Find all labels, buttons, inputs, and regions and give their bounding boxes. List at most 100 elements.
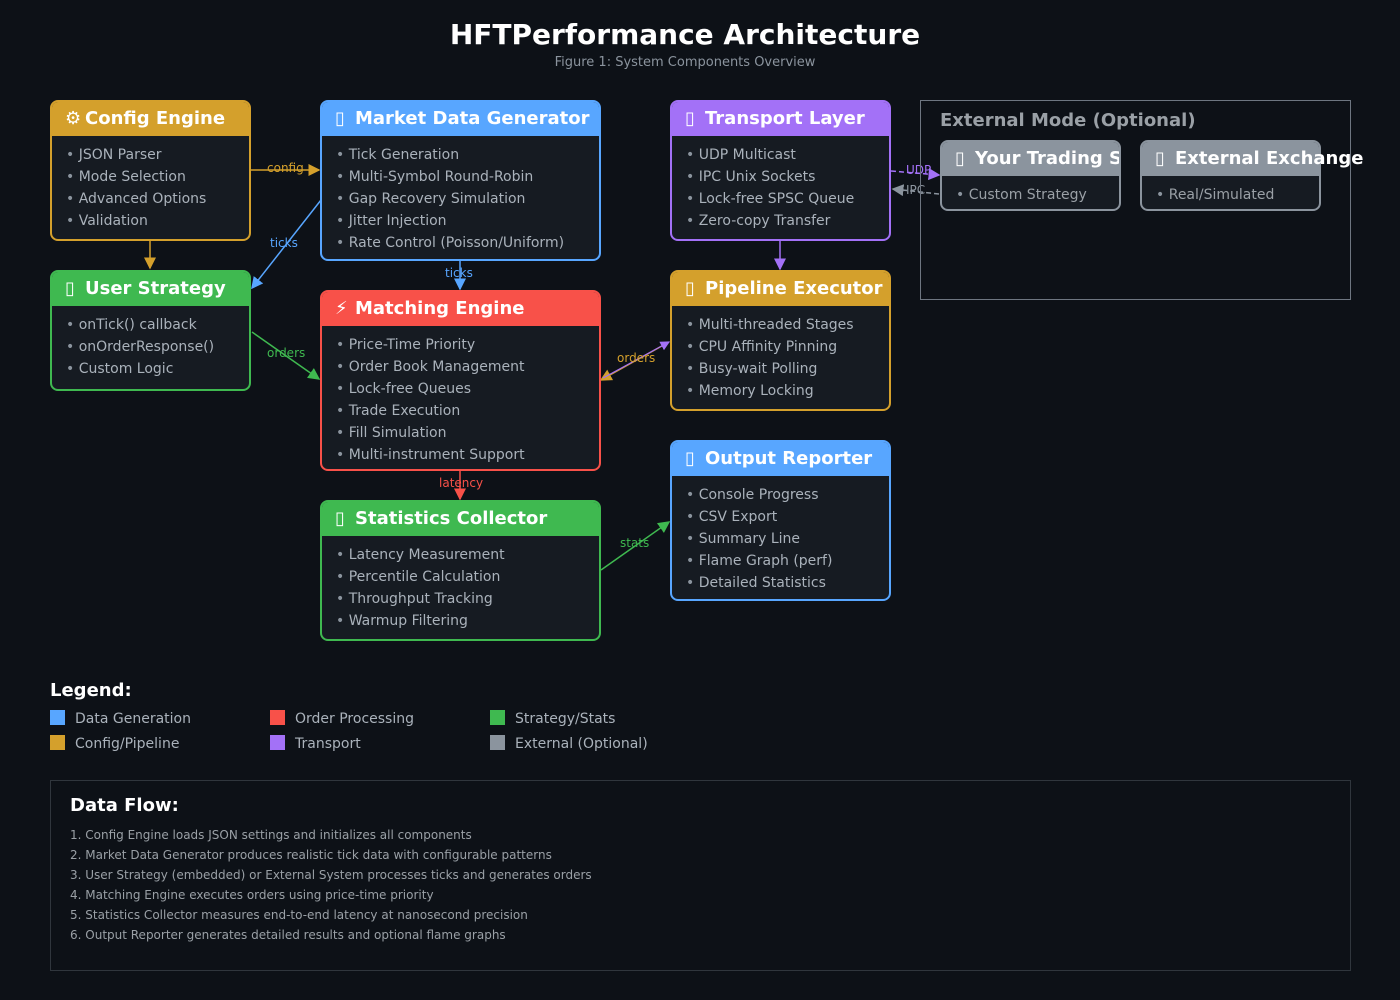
edge-stats-to-output xyxy=(600,521,671,571)
list-item: Console Progress xyxy=(686,484,889,506)
edge-label-config: config xyxy=(267,161,304,175)
your-trading-system-box[interactable]: ▯ Your Trading System Custom Strategy xyxy=(940,140,1121,211)
list-item: Multi-Symbol Round-Robin xyxy=(336,166,599,188)
pipeline-executor-box[interactable]: ▯ Pipeline Executor Multi-threaded Stages… xyxy=(670,270,891,411)
list-item: Lock-free Queues xyxy=(336,378,599,400)
edge-label-ticks-matching: ticks xyxy=(445,266,473,280)
list-item: Mode Selection xyxy=(66,166,249,188)
edge-market-to-strategy xyxy=(251,199,322,290)
pipeline-header: ▯ Pipeline Executor xyxy=(672,272,889,306)
data-flow-steps: 1. Config Engine loads JSON settings and… xyxy=(70,825,592,945)
list-item: Lock-free SPSC Queue xyxy=(686,188,889,210)
legend-label: Transport xyxy=(295,736,361,752)
matching-engine-header: ⚡ Matching Engine xyxy=(322,292,599,326)
list-item: Custom Logic xyxy=(66,358,249,380)
list-item: onOrderResponse() xyxy=(66,336,249,358)
legend-item-config-pipeline: Config/Pipeline xyxy=(50,735,180,752)
list-item: Rate Control (Poisson/Uniform) xyxy=(336,232,599,254)
pipeline-title: Pipeline Executor xyxy=(705,278,883,299)
exchange-header: ▯External Exchange xyxy=(1142,142,1363,176)
external-exchange-box[interactable]: ▯External Exchange Real/Simulated xyxy=(1140,140,1363,211)
user-strategy-box[interactable]: ▯ User Strategy onTick() callback onOrder… xyxy=(50,270,251,391)
matching-engine-items: Price-Time Priority Order Book Managemen… xyxy=(322,326,599,466)
chart-icon: ▯ xyxy=(335,108,345,129)
transport-layer-box[interactable]: ▯Transport Layer UDP Multicast IPC Unix … xyxy=(670,100,891,241)
legend-item-order-processing: Order Processing xyxy=(270,710,414,727)
user-strategy-header: ▯ User Strategy xyxy=(52,272,249,306)
legend-swatch xyxy=(50,710,65,725)
report-icon: ▯ xyxy=(685,448,695,469)
config-engine-items: JSON Parser Mode Selection Advanced Opti… xyxy=(52,136,249,232)
lightning-icon: ⚡ xyxy=(335,298,348,319)
legend-swatch xyxy=(490,735,505,750)
list-item: JSON Parser xyxy=(66,144,249,166)
list-item: Detailed Statistics xyxy=(686,572,889,594)
edge-label-latency: latency xyxy=(439,476,483,490)
list-item: Price-Time Priority xyxy=(336,334,599,356)
diagram-title: HFTPerformance Architecture xyxy=(449,18,921,51)
edge-label-udp: UDP xyxy=(906,163,931,177)
pipeline-icon: ▯ xyxy=(685,278,695,299)
network-icon: ▯ xyxy=(685,108,695,129)
edge-label-ticks-strategy: ticks xyxy=(270,236,298,250)
trading-system-title: Your Trading System xyxy=(975,148,1121,169)
market-data-header: ▯ Market Data Generator xyxy=(322,102,599,136)
list-item: Latency Measurement xyxy=(336,544,599,566)
output-header: ▯ Output Reporter xyxy=(672,442,889,476)
output-title: Output Reporter xyxy=(705,448,873,469)
diagram-subtitle: Figure 1: System Components Overview xyxy=(554,55,816,70)
list-item: Trade Execution xyxy=(336,400,599,422)
list-item: Order Book Management xyxy=(336,356,599,378)
list-item: Summary Line xyxy=(686,528,889,550)
gear-icon: ⚙ xyxy=(65,108,82,129)
list-item: onTick() callback xyxy=(66,314,249,336)
pipeline-items: Multi-threaded Stages CPU Affinity Pinni… xyxy=(672,306,889,402)
legend-swatch xyxy=(270,735,285,750)
external-mode-frame: External Mode (Optional) xyxy=(920,100,1351,300)
legend-item-transport: Transport xyxy=(270,735,361,752)
trading-system-items: Custom Strategy xyxy=(942,176,1119,206)
edge-label-stats: stats xyxy=(620,536,649,550)
list-item: Custom Strategy xyxy=(956,184,1119,206)
list-item: Busy-wait Polling xyxy=(686,358,889,380)
list-item: 6. Output Reporter generates detailed re… xyxy=(70,928,506,942)
list-item: Tick Generation xyxy=(336,144,599,166)
config-engine-title: Config Engine xyxy=(85,108,226,129)
statistics-header: ▯Statistics Collector xyxy=(322,502,599,536)
list-item: 5. Statistics Collector measures end-to-… xyxy=(70,908,528,922)
list-item: 2. Market Data Generator produces realis… xyxy=(70,848,552,862)
transport-header: ▯ Transport Layer xyxy=(672,102,889,136)
list-item: Gap Recovery Simulation xyxy=(336,188,599,210)
output-reporter-box[interactable]: ▯Output Reporter Console Progress CSV Ex… xyxy=(670,440,891,601)
list-item: 4. Matching Engine executes orders using… xyxy=(70,888,434,902)
list-item: Fill Simulation xyxy=(336,422,599,444)
edge-matching-pipeline xyxy=(602,341,671,379)
strategy-icon: ▯ xyxy=(65,278,75,299)
matching-engine-title: Matching Engine xyxy=(355,298,525,319)
config-engine-box[interactable]: ⚙Config Engine JSON Parser Mode Selectio… xyxy=(50,100,251,241)
legend-item-strategy-stats: Strategy/Stats xyxy=(490,710,615,727)
user-strategy-title: User Strategy xyxy=(85,278,226,299)
data-flow-title: Data Flow: xyxy=(70,795,179,816)
legend-swatch xyxy=(50,735,65,750)
legend-label: Order Processing xyxy=(295,711,414,727)
market-data-title: Market Data Generator xyxy=(355,108,590,129)
external-mode-title: External Mode (Optional) xyxy=(940,110,1196,131)
list-item: CPU Affinity Pinning xyxy=(686,336,889,358)
list-item: Jitter Injection xyxy=(336,210,599,232)
computer-icon: ▯ xyxy=(955,148,965,169)
transport-title: Transport Layer xyxy=(705,108,865,129)
list-item: 1. Config Engine loads JSON settings and… xyxy=(70,828,472,842)
list-item: Memory Locking xyxy=(686,380,889,402)
exchange-items: Real/Simulated xyxy=(1142,176,1319,206)
statistics-items: Latency Measurement Percentile Calculati… xyxy=(322,536,599,632)
statistics-collector-box[interactable]: ▯Statistics Collector Latency Measuremen… xyxy=(320,500,601,641)
edge-label-orders-strategy: orders xyxy=(267,346,305,360)
legend-label: Config/Pipeline xyxy=(75,736,180,752)
legend-item-data-generation: Data Generation xyxy=(50,710,191,727)
list-item: UDP Multicast xyxy=(686,144,889,166)
legend-label: Data Generation xyxy=(75,711,191,727)
legend-label: External (Optional) xyxy=(515,736,648,752)
matching-engine-box[interactable]: ⚡ Matching Engine Price-Time Priority Ord… xyxy=(320,290,601,471)
market-data-generator-box[interactable]: ▯ Market Data Generator Tick Generation M… xyxy=(320,100,601,261)
